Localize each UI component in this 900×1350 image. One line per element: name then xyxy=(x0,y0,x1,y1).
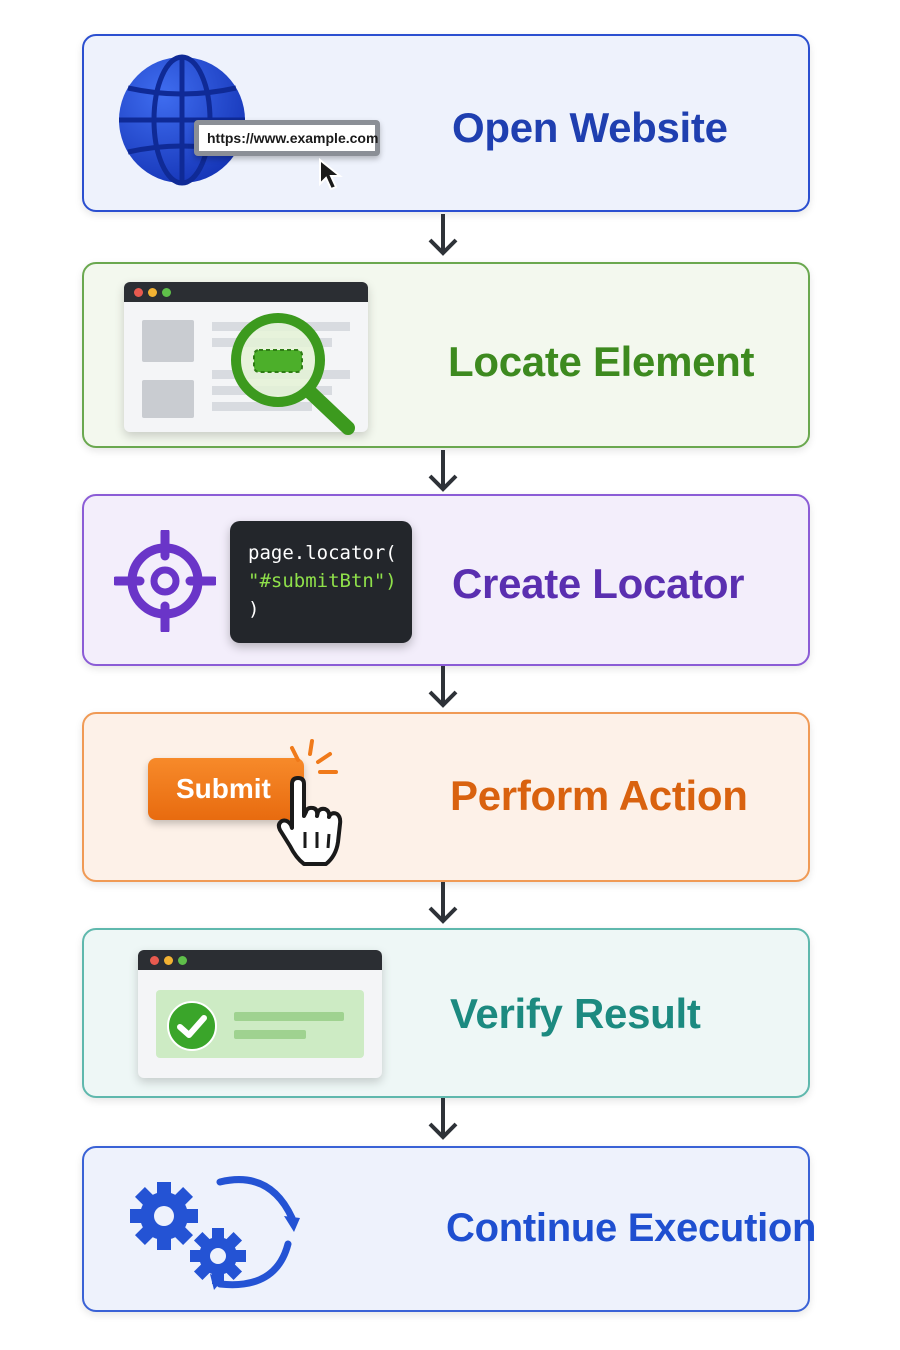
step-title: Perform Action xyxy=(450,772,748,819)
code-snippet: page.locator( "#submitBtn") ) xyxy=(230,521,412,643)
crosshair-target-icon xyxy=(114,530,216,632)
down-arrow-icon xyxy=(428,882,458,924)
step-title: Create Locator xyxy=(452,560,745,607)
step-locate-element: Locate Element xyxy=(82,262,810,448)
code-line: ) xyxy=(248,598,260,620)
cycle-arrows-icon xyxy=(210,1176,300,1290)
step-open-website: https://www.example.com Open Website xyxy=(82,34,810,212)
hand-pointer-icon xyxy=(276,776,343,866)
click-burst-icon xyxy=(290,739,338,774)
step-create-locator: page.locator( "#submitBtn") ) Create Loc… xyxy=(82,494,810,666)
checkmark-circle-icon xyxy=(167,1001,217,1051)
step-title: Open Website xyxy=(452,104,728,151)
url-bar: https://www.example.com xyxy=(194,120,380,156)
code-line: "#submitBtn") xyxy=(248,570,397,592)
down-arrow-icon xyxy=(428,214,458,256)
code-line: page.locator( xyxy=(248,542,397,564)
down-arrow-icon xyxy=(428,1098,458,1140)
step-continue-execution: Continue Execution xyxy=(82,1146,816,1312)
magnifier-icon xyxy=(231,313,355,435)
step-title: Verify Result xyxy=(450,990,701,1037)
step-verify-result: Verify Result xyxy=(82,928,810,1098)
down-arrow-icon xyxy=(428,666,458,708)
submit-button: Submit xyxy=(148,758,304,820)
down-arrow-icon xyxy=(428,450,458,492)
cursor-arrow-icon xyxy=(319,158,343,191)
step-title: Continue Execution xyxy=(446,1206,817,1250)
step-title: Locate Element xyxy=(448,338,755,385)
step-perform-action: Submit Perform Action xyxy=(82,712,810,882)
